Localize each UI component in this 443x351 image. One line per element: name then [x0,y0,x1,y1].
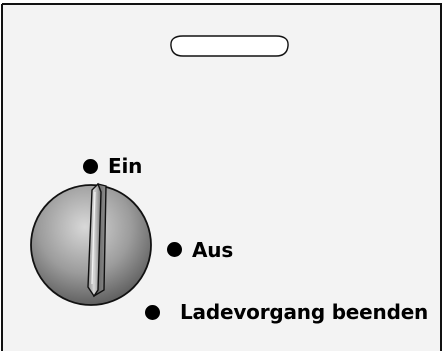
knob-grip-highlight [91,191,96,285]
end-charging-position-dot [145,305,160,320]
off-position-dot [167,242,182,257]
on-position-label: Ein [108,154,143,178]
end-charging-position-label: Ladevorgang beenden [180,300,429,324]
rotary-knob [30,182,152,306]
panel-plate [1,3,442,351]
on-position-dot [83,159,98,174]
handle-slot [170,35,289,57]
off-position-label: Aus [192,238,234,262]
knob-grip [87,182,102,298]
